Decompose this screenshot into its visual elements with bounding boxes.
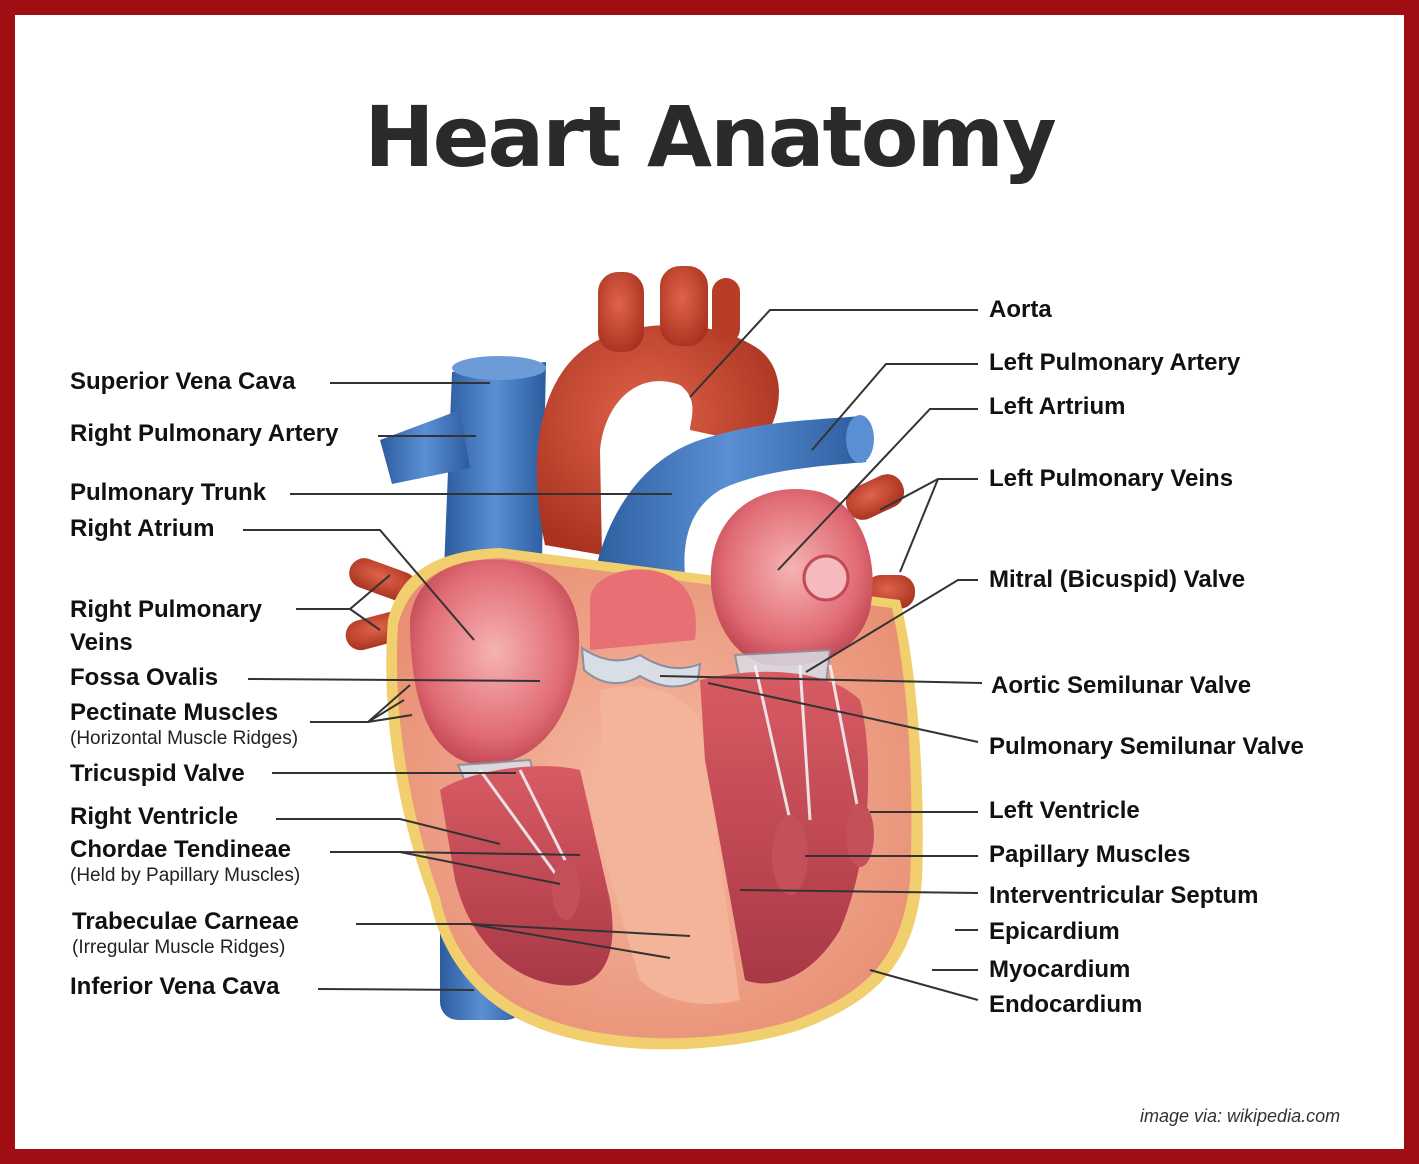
label-epicardium: Epicardium — [989, 918, 1120, 945]
label-aorta: Aorta — [989, 296, 1052, 323]
label-fossa-ovalis: Fossa Ovalis — [70, 664, 219, 691]
label-chordae-tendineae: Chordae Tendineae — [70, 836, 291, 863]
label-pulmonary-semilunar-valve: Pulmonary Semilunar Valve — [989, 733, 1304, 760]
label-pectinate-muscles-sub: (Horizontal Muscle Ridges) — [70, 728, 299, 749]
interventricular-septum-shape — [600, 686, 740, 1004]
chordae-tendineae-shape — [478, 664, 862, 881]
leader-lines — [243, 309, 983, 1001]
aorta-shape — [536, 266, 779, 555]
label-superior-vena-cava: Superior Vena Cava — [70, 368, 296, 395]
label-right-atrium: Right Atrium — [70, 515, 215, 542]
image-credit: image via: wikipedia.com — [1140, 1106, 1341, 1126]
label-aortic-semilunar-valve: Aortic Semilunar Valve — [991, 672, 1252, 699]
label-papillary-muscles: Papillary Muscles — [989, 841, 1191, 868]
label-trabeculae-carneae: Trabeculae Carneae — [72, 908, 299, 935]
superior-vena-cava-shape — [380, 356, 546, 570]
aortic-root-shape — [590, 569, 696, 650]
label-inferior-vena-cava: Inferior Vena Cava — [70, 973, 280, 1000]
label-mitral-valve: Mitral (Bicuspid) Valve — [989, 566, 1246, 593]
label-pulmonary-trunk: Pulmonary Trunk — [70, 479, 267, 506]
label-right-pulmonary-veins-line1: Right Pulmonary — [70, 596, 263, 623]
label-interventricular-septum: Interventricular Septum — [989, 882, 1259, 909]
right-ventricle-shape — [440, 766, 613, 986]
label-trabeculae-carneae-sub: (Irregular Muscle Ridges) — [72, 937, 286, 958]
label-endocardium: Endocardium — [989, 991, 1143, 1018]
pulmonary-trunk-shape — [590, 415, 874, 610]
label-left-ventricle: Left Ventricle — [989, 797, 1140, 824]
label-left-atrium: Left Artrium — [989, 393, 1126, 420]
label-right-pulmonary-artery: Right Pulmonary Artery — [70, 420, 339, 447]
right-atrium-shape — [410, 559, 580, 766]
label-myocardium: Myocardium — [989, 956, 1131, 983]
label-chordae-tendineae-sub: (Held by Papillary Muscles) — [70, 865, 301, 886]
papillary-muscles-shape — [552, 803, 874, 920]
label-right-pulmonary-veins-line2: Veins — [70, 629, 133, 656]
left-atrium-shape — [710, 489, 873, 666]
label-pectinate-muscles: Pectinate Muscles — [70, 699, 279, 726]
label-left-pulmonary-artery: Left Pulmonary Artery — [989, 349, 1241, 376]
label-right-ventricle: Right Ventricle — [70, 803, 239, 830]
page-title: Heart Anatomy — [364, 88, 1056, 186]
label-left-pulmonary-veins: Left Pulmonary Veins — [989, 465, 1234, 492]
label-tricuspid-valve: Tricuspid Valve — [70, 760, 245, 787]
